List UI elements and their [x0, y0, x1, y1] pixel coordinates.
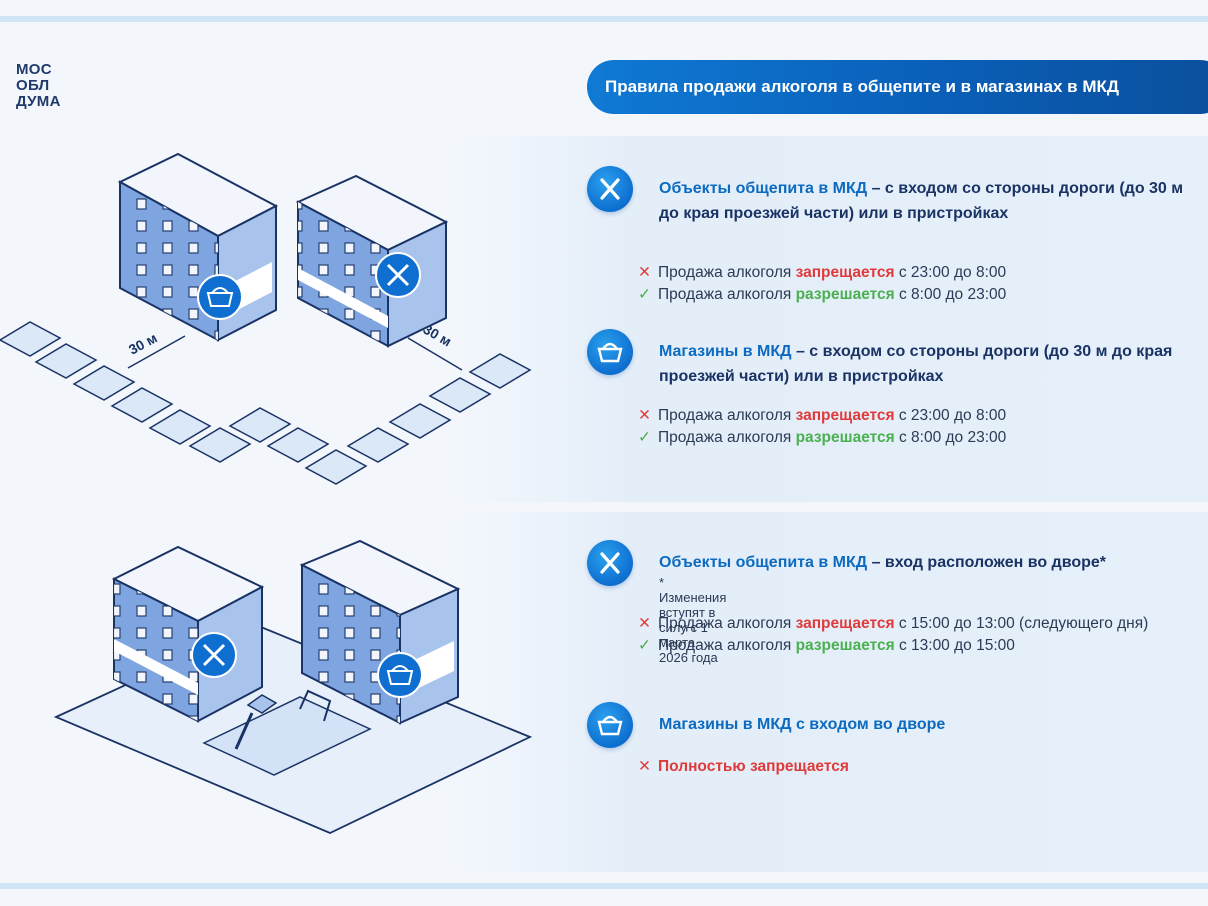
- section-heading: Магазины в МКД – с входом со стороны дор…: [659, 343, 1173, 385]
- rule-forbidden: ✕Полностью запрещается: [638, 758, 849, 775]
- rule-forbidden: ✕Продажа алкоголя запрещается с 23:00 до…: [638, 407, 1007, 424]
- effective-date-note: * Изменения вступят в силу с 1 марта 202…: [659, 575, 727, 665]
- bottom-border: [0, 883, 1208, 889]
- top-border: [0, 16, 1208, 22]
- rule-forbidden: ✕Продажа алкоголя запрещается с 15:00 до…: [638, 615, 1149, 632]
- rule-forbidden: ✕Продажа алкоголя запрещается с 23:00 до…: [638, 264, 1007, 281]
- fork-knife-icon: [587, 540, 633, 586]
- section-heading: Объекты общепита в МКД – с входом со сто…: [659, 180, 1184, 222]
- basket-icon: [197, 274, 243, 320]
- rule-allowed: ✓Продажа алкоголя разрешается с 8:00 до …: [638, 429, 1007, 446]
- info-panel-courtyard: [455, 512, 1208, 872]
- illustration-courtyard: [53, 539, 533, 834]
- info-panel-road: [455, 136, 1208, 502]
- rule-allowed: ✓Продажа алкоголя разрешается с 13:00 до…: [638, 637, 1015, 654]
- section-heading: Магазины в МКД с входом во дворе: [659, 716, 946, 733]
- rule-allowed: ✓Продажа алкоголя разрешается с 8:00 до …: [638, 286, 1007, 303]
- basket-icon: [377, 652, 423, 698]
- basket-icon: [587, 702, 633, 748]
- section-heading: Объекты общепита в МКД – вход расположен…: [659, 554, 1106, 571]
- page-title: Правила продажи алкоголя в общепите и в …: [587, 60, 1208, 114]
- mosoblduma-logo: МОС ОБЛ ДУМА: [16, 61, 61, 110]
- illustration-road-buildings: 30 м 30 м: [0, 152, 532, 485]
- basket-icon: [587, 329, 633, 375]
- fork-knife-icon: [587, 166, 633, 212]
